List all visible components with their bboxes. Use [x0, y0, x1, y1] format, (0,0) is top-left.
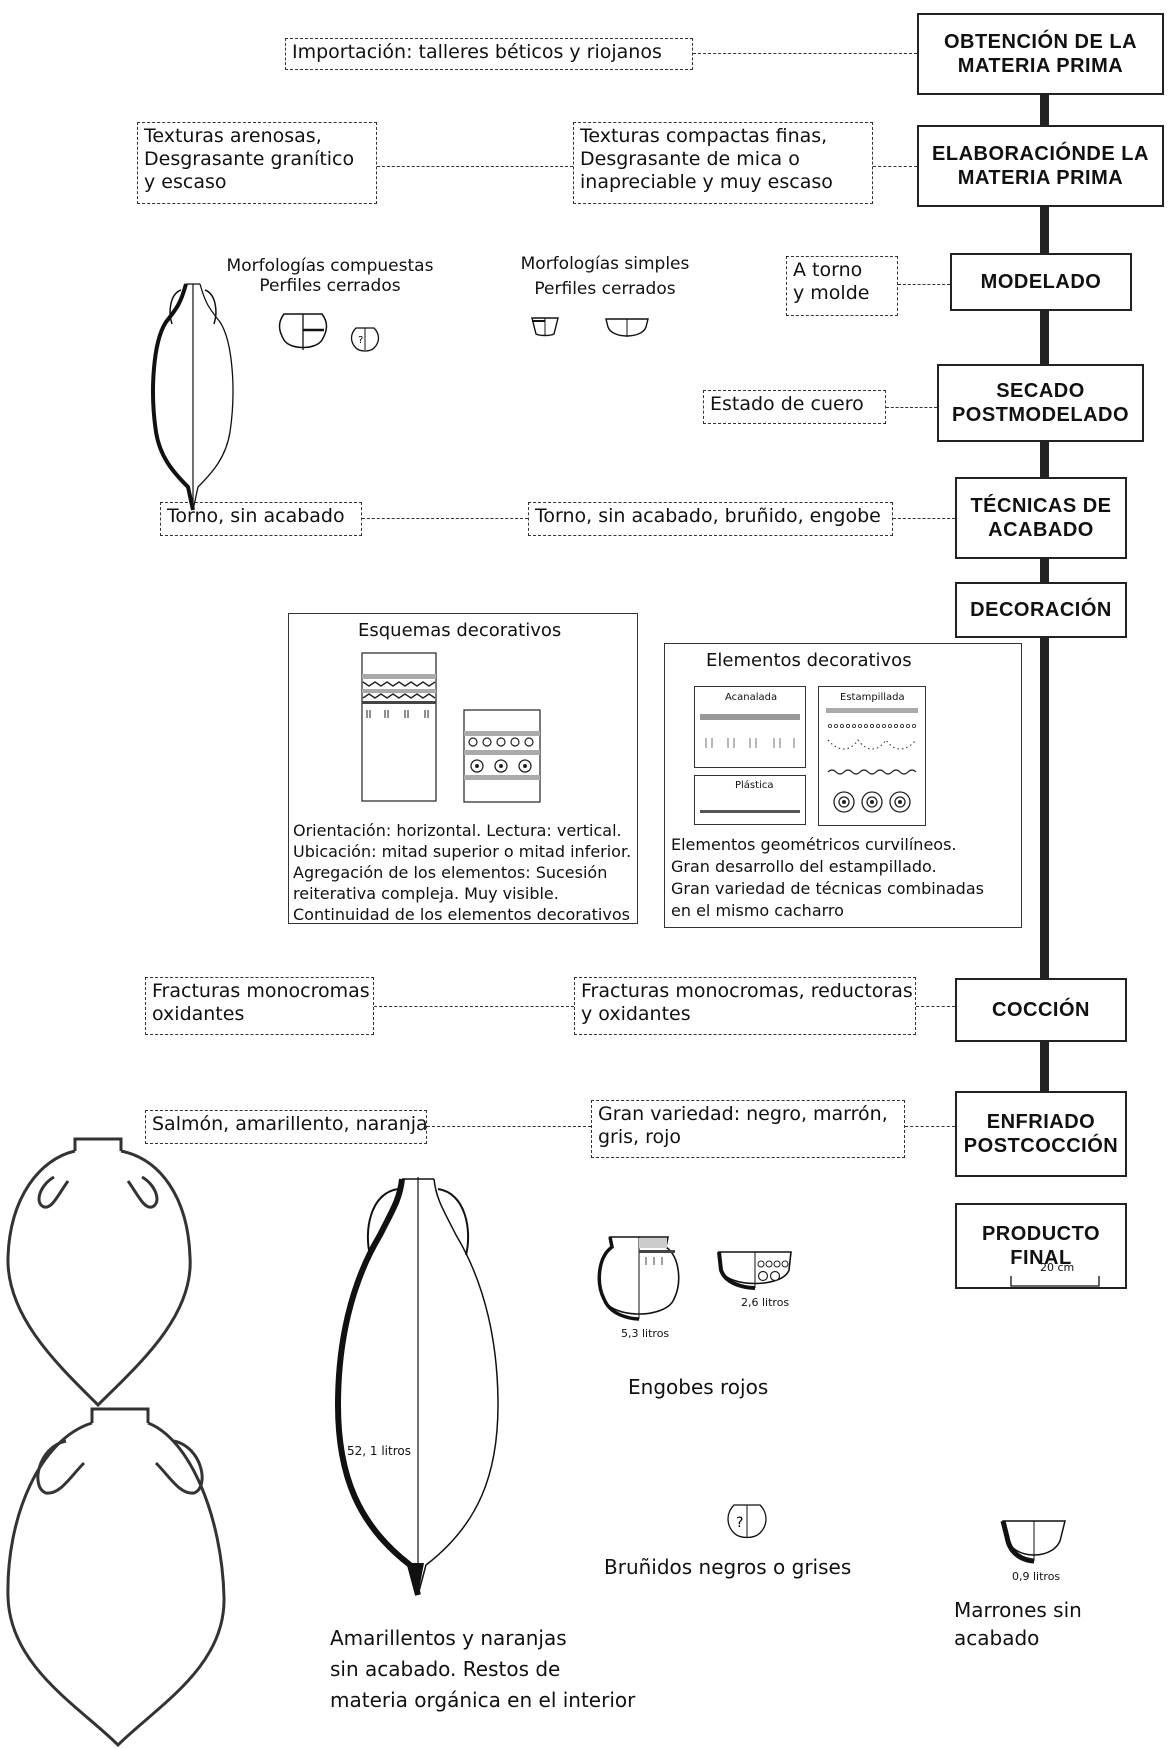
- label-plastica: Plástica: [735, 780, 774, 791]
- box-acanalada: [694, 686, 806, 768]
- note-salmon: Salmón, amarillento, naranja: [145, 1110, 428, 1144]
- small-bowl-litres: 0,9 litros: [1012, 1570, 1061, 1583]
- caption-engobes: Engobes rojos: [628, 1375, 769, 1399]
- note-torno-sin-acabado: Torno, sin acabado: [160, 502, 362, 536]
- panel-elementos-title: Elementos decorativos: [706, 650, 912, 671]
- svg-text:?: ?: [736, 1515, 743, 1531]
- acanalada-motif: [700, 714, 800, 748]
- jar-profile-brunido: ?: [727, 1504, 767, 1539]
- stage-decoracion: DECORACIÓN: [955, 582, 1127, 638]
- connector: [693, 53, 917, 54]
- note-texturas-compactas: Texturas compactas finas,Desgrasante de …: [573, 122, 873, 204]
- panel-esquemas: [288, 613, 638, 924]
- amphora-profile-small: [151, 283, 234, 511]
- connector: [893, 518, 955, 519]
- panel-esquemas-text: Orientación: horizontal. Lectura: vertic…: [293, 821, 632, 924]
- label-estampillada: Estampillada: [840, 692, 905, 703]
- bowl-profile-engobe: [717, 1251, 792, 1290]
- connector: [898, 284, 950, 285]
- process-spine: [1040, 20, 1049, 1130]
- bowl-litres: 2,6 litros: [741, 1296, 790, 1309]
- note-torno-brunido: Torno, sin acabado, bruñido, engobe: [528, 502, 893, 536]
- jar-profile-engobe: [597, 1236, 680, 1321]
- stage-coccion: COCCIÓN: [955, 978, 1127, 1042]
- label-acanalada: Acanalada: [725, 692, 778, 703]
- note-importacion: Importación: talleres béticos y riojanos: [285, 38, 693, 70]
- note-estado-cuero: Estado de cuero: [703, 390, 886, 424]
- panel-esquemas-title: Esquemas decorativos: [358, 620, 562, 641]
- plastica-motif: [700, 810, 800, 813]
- amphora-litres: 52, 1 litros: [347, 1444, 411, 1458]
- jar-profile-handled: ?: [350, 327, 380, 352]
- amphora-drawing-top: [6, 1137, 192, 1408]
- estampillada-motif: [826, 708, 918, 813]
- jar-profile-small: [278, 313, 328, 350]
- amphora-drawing-bottom: [6, 1407, 226, 1748]
- decorative-scheme-a: [361, 652, 437, 802]
- connector: [905, 1126, 955, 1127]
- box-plastica: [694, 775, 806, 825]
- note-gran-variedad: Gran variedad: negro, marrón,gris, rojo: [591, 1100, 905, 1158]
- scale-bar: [1010, 1276, 1100, 1287]
- caption-amarillentos: Amarillentos y naranjas sin acabado. Res…: [330, 1626, 636, 1712]
- connector: [374, 1006, 574, 1007]
- amphora-profile-large: [334, 1177, 499, 1596]
- scale-label: 20 cm: [1040, 1261, 1075, 1274]
- connector: [362, 518, 528, 519]
- decorative-scheme-b: [463, 709, 541, 803]
- connector: [427, 1126, 591, 1127]
- connector: [377, 166, 573, 167]
- panel-elementos-text: Elementos geométricos curvilíneos. Gran …: [671, 835, 984, 920]
- connector: [873, 166, 917, 167]
- caption-brunidos: Bruñidos negros o grises: [604, 1555, 852, 1579]
- connector: [886, 407, 937, 408]
- caption-marrones: Marrones sin acabado: [954, 1598, 1082, 1650]
- connector: [916, 1006, 955, 1007]
- cup-profile-small: [531, 317, 559, 337]
- bowl-profile-marron: [1000, 1520, 1066, 1564]
- svg-text:?: ?: [358, 335, 363, 346]
- stage-modelado: MODELADO: [950, 253, 1132, 311]
- bowl-profile-small: [605, 318, 649, 337]
- jar-litres: 5,3 litros: [621, 1327, 670, 1340]
